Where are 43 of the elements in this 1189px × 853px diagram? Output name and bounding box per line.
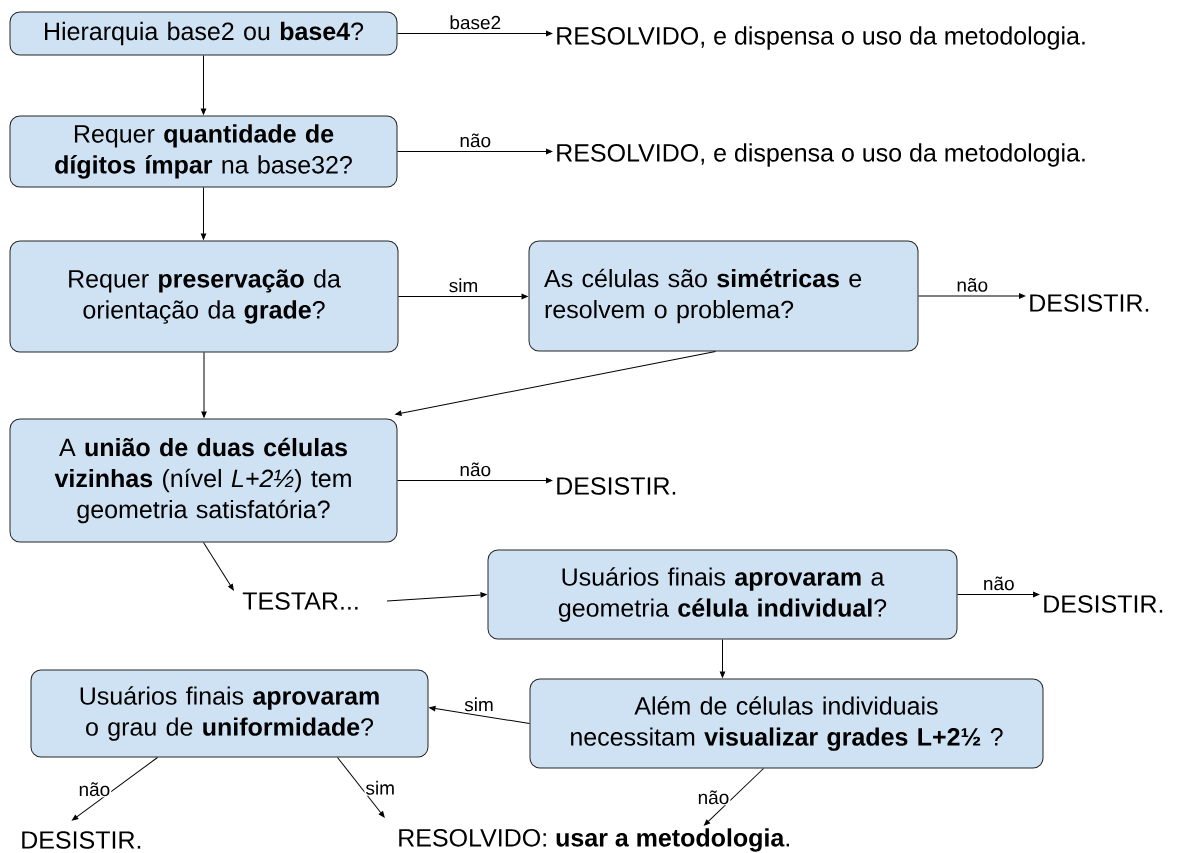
edge-label: sim [464,697,493,712]
outcome-text: DESISTIR. [1030,294,1149,312]
arrow [703,768,764,826]
process-box: Usuários finais aprovaram a geometria célula individual? [487,549,958,640]
arrow [386,592,487,602]
process-box: Além de células individuais necessitam visualizar grades L+2½ ? [529,678,1044,769]
edge-label: não [460,133,491,148]
arrow [429,705,530,724]
arrow [395,351,716,416]
arrow [918,293,1026,299]
edge-label: base2 [450,15,501,30]
edge-label: não [698,790,729,805]
arrow [203,542,234,591]
process-box: Usuários finais aprovaram o grau de uniformidade? [30,669,429,758]
outcome-text: RESOLVIDO: usar a metodologia. [399,828,789,852]
process-box: As células são simétricas e resolvem o problema? [528,240,919,352]
outcome-text: DESISTIR. [1044,595,1163,613]
arrow [397,148,553,155]
process-box: Requer quantidade de dígitos ímpar na base32? [9,115,398,188]
outcome-text: DESISTIR. [557,477,676,495]
arrow [71,757,158,821]
outcome-text: DESISTIR. [22,831,141,849]
outcome-text: RESOLVIDO, e dispensa o uso da metodologia. [557,143,1085,167]
edge-label: não [460,462,491,477]
process-box: A união de duas células vizinhas (nível L+2½) tem geometria satisfatória? [9,418,398,543]
arrow [398,293,528,300]
edge-label: não [957,278,988,292]
arrow [200,55,207,115]
edge-label: não [79,782,110,797]
process-box: Hierarquia base2 ou base4? [9,11,398,56]
edge-label: sim [366,780,394,795]
arrow [337,757,385,818]
edge-label: não [984,576,1014,591]
arrow [397,30,553,37]
process-box: Requer preservação da orientação da grade? [9,240,399,353]
edge-label: sim [449,278,477,293]
arrow [201,352,207,418]
outcome-text: RESOLVIDO, e dispensa o uso da metodologia. [557,26,1085,50]
arrow [200,187,207,240]
arrow [957,591,1040,598]
outcome-text: TESTAR... [242,592,358,610]
arrow [719,639,726,678]
arrow [397,477,553,484]
